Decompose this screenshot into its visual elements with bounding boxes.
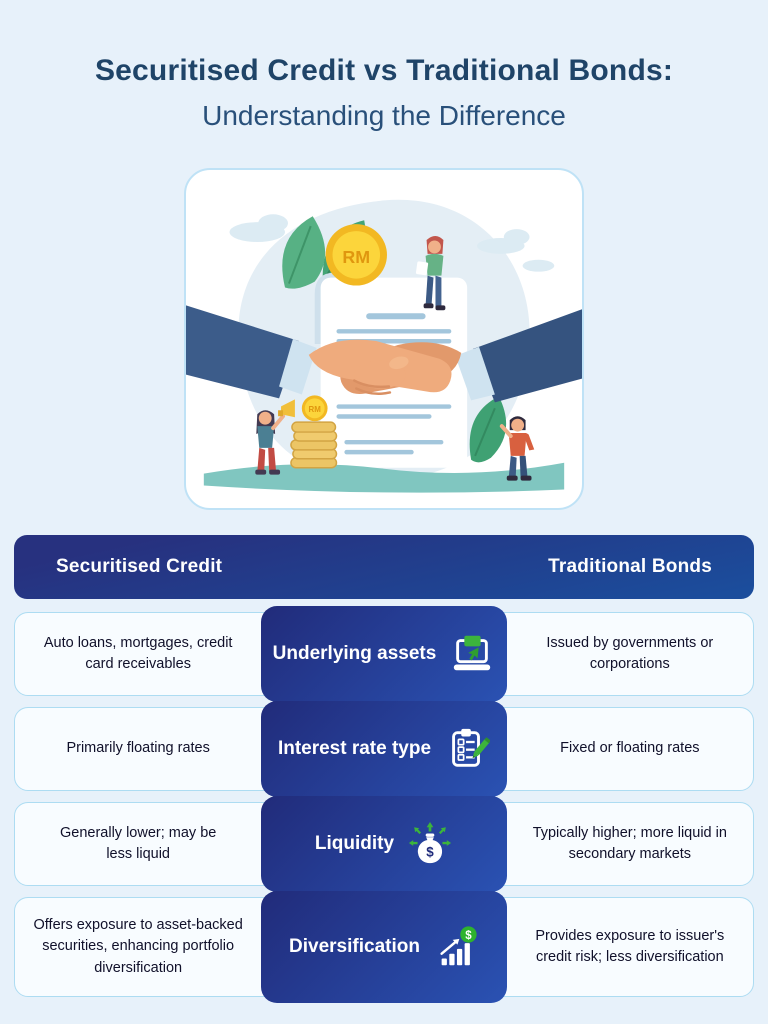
laptop-cursor-icon	[454, 635, 491, 671]
comparison-rows: Auto loans, mortgages, credit card recei…	[14, 606, 754, 1003]
leaf-decoration-bottom	[469, 396, 507, 463]
securitised-credit-cell: Offers exposure to asset-backed securiti…	[15, 898, 261, 996]
standing-man-figure	[499, 416, 541, 481]
megaphone-woman-figure	[255, 399, 295, 475]
row-label-pill: Underlying assets	[261, 606, 507, 702]
dollar-glyph: $	[426, 844, 434, 859]
rm-coin: RM	[325, 224, 387, 286]
left-column-header: Securitised Credit	[56, 556, 223, 577]
rm-coin-label: RM	[342, 247, 370, 267]
traditional-bonds-cell: Provides exposure to issuer's credit ris…	[507, 898, 753, 996]
handshake-illustration-svg: RM	[186, 199, 582, 493]
money-bag-arrows-icon: $	[408, 821, 452, 864]
cell-text: Auto loans, mortgages, credit card recei…	[43, 634, 233, 672]
row-label: Liquidity	[314, 833, 395, 854]
page-title: Securitised Credit vs Traditional Bonds:…	[0, 0, 768, 132]
securitised-credit-cell: Primarily floating rates	[15, 708, 261, 790]
cell-text: Provides exposure to issuer's credit ris…	[535, 927, 725, 965]
comparison-header-bar: Securitised Credit Traditional Bonds	[14, 535, 754, 599]
handshake-illustration: RM	[184, 168, 584, 510]
comparison-row-liquidity: Generally lower; may be less liquid Typi…	[14, 796, 754, 892]
growth-chart-dollar-icon: $	[440, 926, 477, 966]
comparison-row-underlying-assets: Auto loans, mortgages, credit card recei…	[14, 606, 754, 702]
cell-text: Primarily floating rates	[66, 740, 210, 757]
cloud-shapes	[229, 214, 555, 272]
cell-text: Fixed or floating rates	[560, 740, 700, 757]
row-label: Underlying assets	[272, 643, 437, 664]
row-label: Interest rate type	[277, 738, 432, 759]
traditional-bonds-cell: Fixed or floating rates	[507, 708, 753, 790]
cell-text: Generally lower; may be less liquid	[59, 824, 217, 862]
traditional-bonds-cell: Typically higher; more liquid in seconda…	[507, 803, 753, 885]
ground-wave	[203, 462, 565, 493]
cell-text: Offers exposure to asset-backed securiti…	[33, 917, 243, 976]
title-line-2: Understanding the Difference	[202, 100, 566, 131]
comparison-row-interest-rate-type: Primarily floating rates Fixed or floati…	[14, 701, 754, 797]
right-column-header: Traditional Bonds	[548, 556, 712, 577]
clipboard-pencil-icon	[452, 728, 491, 767]
row-label-pill: Liquidity $	[261, 796, 507, 892]
securitised-credit-cell: Auto loans, mortgages, credit card recei…	[15, 613, 261, 695]
dollar-glyph: $	[465, 930, 472, 942]
rm-coin-small-label: RM	[309, 405, 322, 414]
traditional-bonds-cell: Issued by governments or corporations	[507, 613, 753, 695]
row-label: Diversification	[289, 936, 420, 957]
cell-text: Typically higher; more liquid in seconda…	[532, 824, 727, 862]
cell-text: Issued by governments or corporations	[546, 634, 714, 672]
row-label-pill: Interest rate type	[261, 701, 507, 797]
comparison-row-diversification: Offers exposure to asset-backed securiti…	[14, 891, 754, 1003]
handshake-arms	[186, 305, 582, 403]
coin-stack: RM	[290, 395, 338, 469]
securitised-credit-cell: Generally lower; may be less liquid	[15, 803, 261, 885]
row-label-pill: Diversification $	[261, 891, 507, 1003]
title-line-1: Securitised Credit vs Traditional Bonds:	[94, 54, 674, 87]
sitting-woman-figure	[415, 236, 446, 311]
